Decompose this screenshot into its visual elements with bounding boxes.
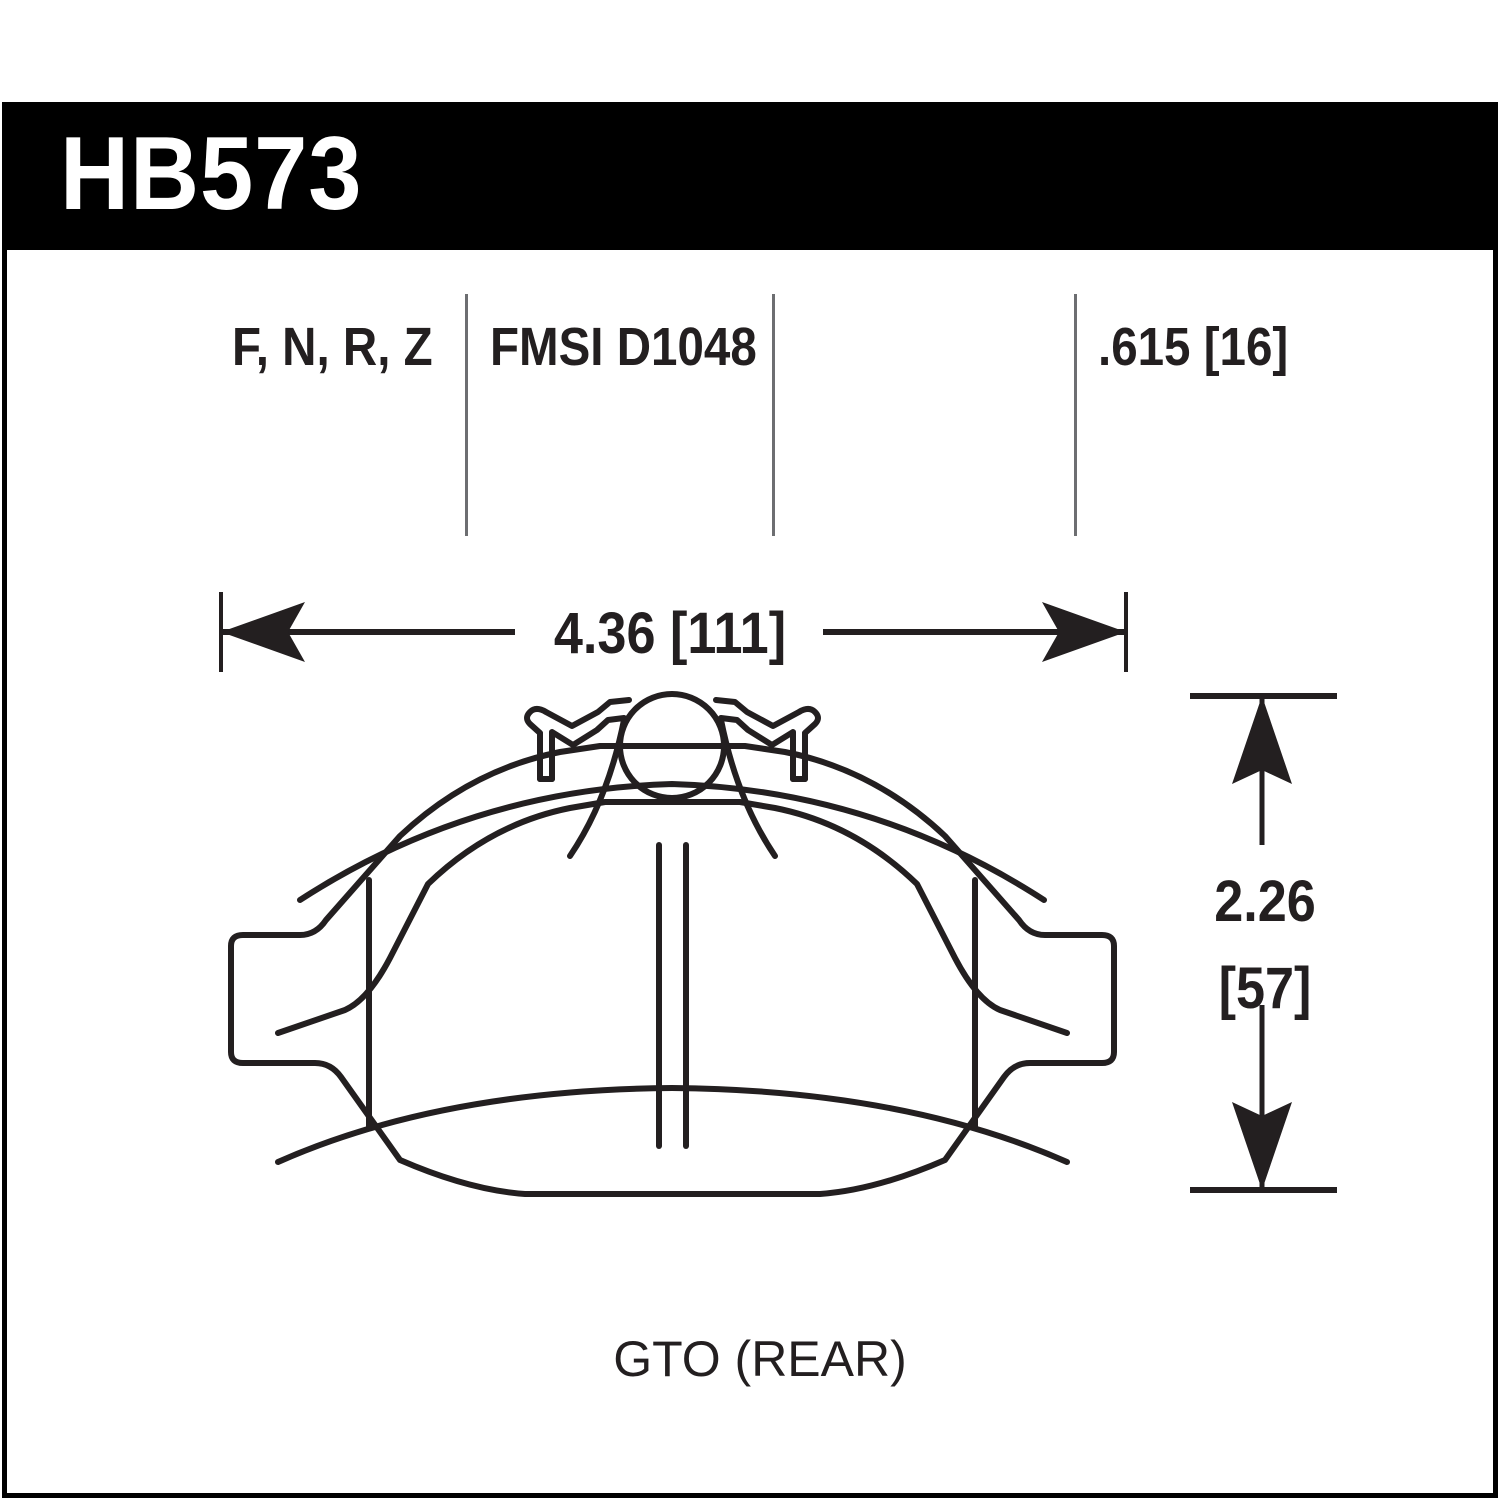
pad-backing-plate-outline (228, 743, 1117, 1197)
brake-pad-outline (228, 691, 1117, 1197)
compound-codes: F, N, R, Z (232, 317, 433, 377)
part-number-title: HB573 (60, 116, 363, 232)
width-arrow-right-icon (1042, 602, 1126, 662)
frame-border-right (1493, 102, 1498, 1498)
height-dimension-label-mm: [57] (1218, 956, 1312, 1021)
clip-arm-right-outer (713, 697, 821, 782)
frame-border-bottom (2, 1493, 1498, 1498)
height-arrow-up-icon (1232, 696, 1292, 784)
shoulder-line-right (718, 717, 778, 859)
clip-arm-left-inner (549, 715, 627, 782)
pad-lower-arc-inner (275, 1085, 1070, 1165)
width-dimension-label: 4.36 [111] (553, 601, 787, 666)
height-dimension-label-inch: 2.26 (1214, 869, 1316, 934)
spec-divider-1 (465, 294, 468, 536)
shoulder-line-left (567, 717, 627, 859)
height-arrow-down-icon (1232, 1102, 1292, 1190)
pad-thickness: .615 [16] (1098, 317, 1289, 377)
clip-arm-left-outer (524, 697, 632, 782)
frame-border-left (2, 102, 7, 1498)
friction-material-edge (275, 799, 1070, 1036)
height-dimension-group (1190, 693, 1337, 1193)
clip-arm-right-inner (718, 715, 796, 782)
vehicle-application-caption: GTO (REAR) (613, 1331, 907, 1387)
spec-divider-3 (1074, 294, 1077, 536)
mounting-hole-circle (617, 691, 727, 801)
pad-upper-arc (297, 781, 1047, 903)
header-bar (2, 102, 1498, 250)
width-arrow-left-icon (221, 602, 305, 662)
spec-divider-2 (772, 294, 775, 536)
fmsi-number: FMSI D1048 (490, 317, 757, 377)
